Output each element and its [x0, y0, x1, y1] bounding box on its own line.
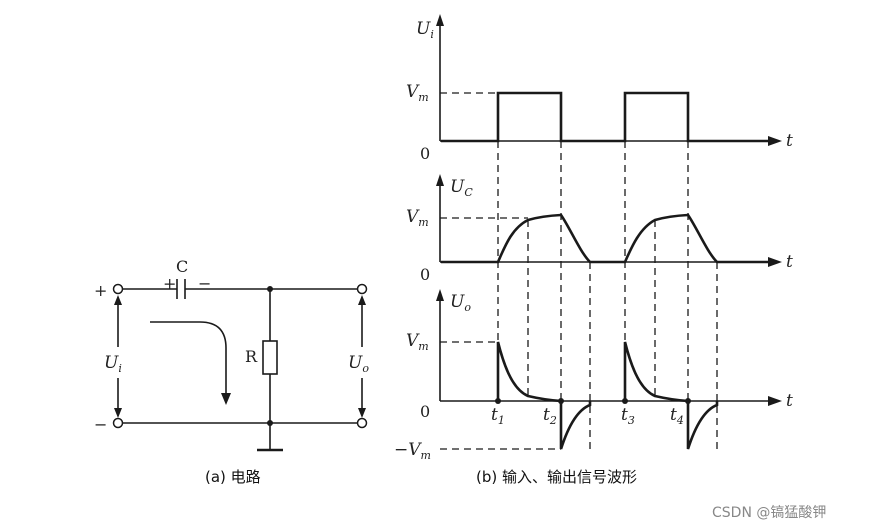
- uc-t-label: t: [786, 252, 793, 272]
- uo-zero-label: 0: [420, 402, 430, 421]
- output-voltage-label: Uo: [348, 353, 369, 375]
- uo-y-axis-arrow: [436, 289, 444, 301]
- input-terminal-top: [112, 283, 124, 295]
- minus-sign: −: [94, 415, 107, 434]
- uo-vm-label: Vm: [406, 331, 429, 353]
- t4-label: t4: [670, 405, 684, 427]
- waveform-diagram: Ui Vm 0 t UC Vm 0 t Uo Vm 0 −Vm t t1 t2 …: [394, 14, 793, 486]
- capacitor-minus: −: [198, 274, 211, 293]
- resistor: [262, 340, 278, 375]
- uo-positive-spike-2: [623, 341, 689, 403]
- uc-time-axis-arrow: [768, 257, 782, 267]
- uc-axis-label: UC: [450, 177, 473, 199]
- t2-marker: [558, 398, 564, 404]
- circuit-diagram: + − C + − R Ui Uo (a) 电路: [94, 257, 369, 486]
- ui-arrow-head-down: [114, 408, 122, 418]
- ui-t-label: t: [786, 131, 793, 151]
- t3-label: t3: [621, 405, 635, 427]
- uo-negative-spike-1: [559, 401, 592, 450]
- current-arrow-head: [221, 393, 231, 405]
- ui-arrow-head-up: [114, 295, 122, 305]
- uo-time-axis-arrow: [768, 396, 782, 406]
- watermark: CSDN @镐猛酸钾: [712, 505, 826, 521]
- junction-dot-bottom: [267, 420, 273, 426]
- uo-arrow-head-down: [358, 408, 366, 418]
- t4-marker: [685, 398, 691, 404]
- output-terminal-bottom: [356, 417, 368, 429]
- uo-t-label: t: [786, 391, 793, 411]
- uc-vm-label: Vm: [406, 207, 429, 229]
- output-terminal-top: [356, 283, 368, 295]
- plus-sign: +: [94, 281, 107, 300]
- capacitor-label: C: [176, 257, 188, 276]
- uc-waveform: [441, 213, 770, 264]
- ui-time-axis-arrow: [768, 136, 782, 146]
- input-voltage-label: Ui: [104, 353, 122, 375]
- uc-zero-label: 0: [420, 265, 430, 284]
- uo-negative-spike-2: [686, 401, 719, 450]
- circuit-caption: (a) 电路: [205, 468, 261, 486]
- resistor-label: R: [245, 347, 258, 366]
- ui-axis-label: Ui: [416, 19, 434, 41]
- uo-positive-spike-1: [496, 341, 562, 403]
- waveform-caption: (b) 输入、输出信号波形: [476, 468, 637, 486]
- uo-arrow-head-up: [358, 295, 366, 305]
- current-arrow: [150, 321, 227, 395]
- uc-y-axis-arrow: [436, 174, 444, 186]
- uo-neg-vm-label: −Vm: [394, 440, 431, 462]
- t1-label: t1: [491, 405, 505, 427]
- t3-marker: [622, 398, 628, 404]
- uo-axis-label: Uo: [450, 292, 471, 314]
- input-terminal-bottom: [112, 417, 124, 429]
- junction-dot-top: [267, 286, 273, 292]
- ui-zero-label: 0: [420, 144, 430, 163]
- t1-marker: [495, 398, 501, 404]
- t2-label: t2: [543, 405, 557, 427]
- ui-vm-label: Vm: [406, 82, 429, 104]
- ui-y-axis-arrow: [436, 14, 444, 26]
- capacitor-plus: +: [163, 274, 176, 293]
- ui-square-wave: [441, 91, 770, 143]
